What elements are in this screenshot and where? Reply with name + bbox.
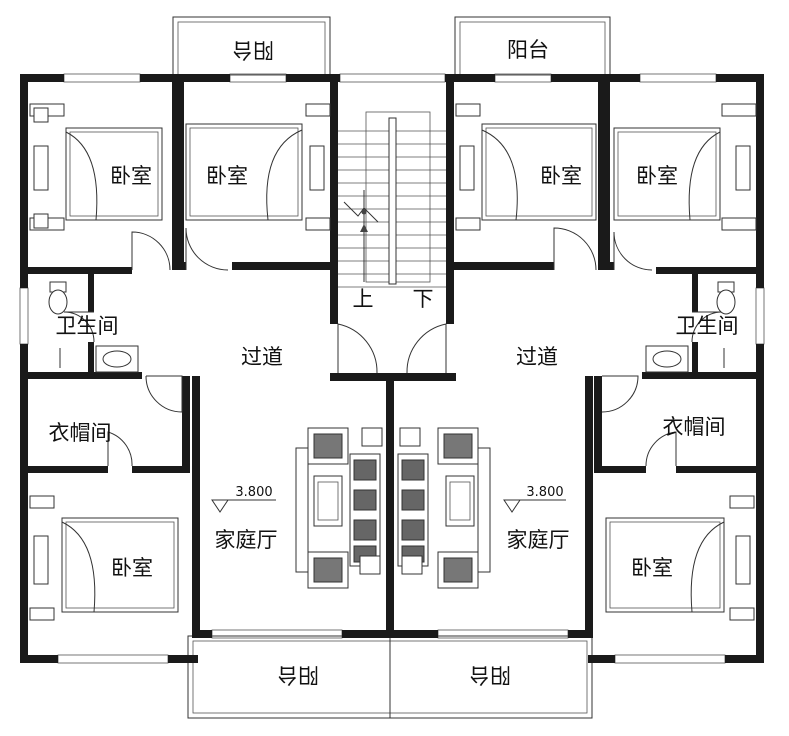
label-balcony-bottom-right: 阳台 (469, 663, 511, 687)
sofa-set-right (397, 427, 491, 589)
label-balcony-bottom-left: 阳台 (277, 663, 319, 687)
bathroom-fixtures-right (645, 281, 736, 373)
bed-top-third (455, 103, 597, 231)
level-value-right: 3.800 (526, 485, 563, 500)
label-stairs-up: 上 (353, 287, 374, 311)
balcony-bottom-outline (187, 635, 593, 719)
label-balcony-top-right: 阳台 (507, 38, 549, 62)
label-corridor-left: 过道 (241, 345, 283, 369)
label-bedroom-6: 卧室 (631, 556, 673, 580)
bed-top-second (185, 103, 331, 231)
label-bedroom-4: 卧室 (636, 164, 678, 188)
label-bedroom-5: 卧室 (111, 556, 153, 580)
label-living-right: 家庭厅 (507, 528, 570, 552)
label-bathroom-left: 卫生间 (56, 314, 119, 338)
label-living-left: 家庭厅 (215, 528, 278, 552)
level-marker-right (503, 499, 566, 513)
label-closet-right: 衣帽间 (663, 415, 726, 439)
bed-bottom-left (29, 495, 179, 621)
bed-top-right (613, 103, 757, 231)
walls (20, 74, 764, 663)
staircase (338, 117, 446, 288)
label-bedroom-1: 卧室 (110, 164, 152, 188)
label-corridor-right: 过道 (516, 345, 558, 369)
label-closet-left: 衣帽间 (49, 421, 112, 445)
level-marker-left (211, 499, 276, 513)
sofa-set-left (295, 427, 383, 589)
bed-top-left (29, 103, 163, 231)
balcony-top-right-outline (454, 16, 611, 76)
label-bathroom-right: 卫生间 (676, 314, 739, 338)
balcony-top-left-outline (172, 16, 331, 76)
bed-bottom-right (605, 495, 755, 621)
bathroom-fixtures-left (48, 281, 139, 373)
label-bedroom-2: 卧室 (206, 164, 248, 188)
door-swings (63, 227, 723, 467)
label-stairs-down: 下 (413, 287, 434, 311)
label-balcony-top-left: 阳台 (232, 38, 274, 62)
level-value-left: 3.800 (235, 485, 272, 500)
label-bedroom-3: 卧室 (540, 164, 582, 188)
